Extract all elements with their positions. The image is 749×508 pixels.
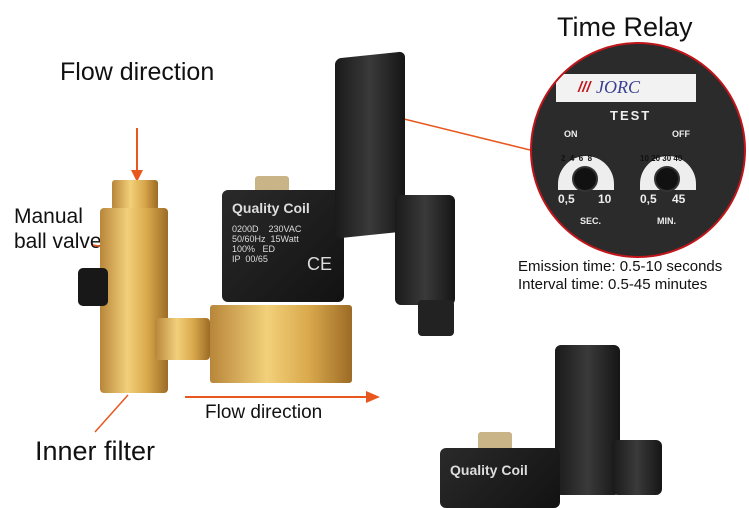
valve-thread-top: [112, 180, 158, 210]
off-label: OFF: [672, 129, 690, 139]
sec-min: 0,5: [558, 192, 575, 206]
brand-logo: JORC: [596, 77, 640, 97]
coil-title: Quality Coil: [232, 200, 310, 216]
time-relay-label: Time Relay: [557, 12, 693, 42]
test-button[interactable]: TEST: [610, 108, 652, 123]
sec-max: 10: [598, 192, 612, 206]
coil-spec-3: 100% ED: [232, 244, 276, 254]
coil-title-2: Quality Coil: [450, 462, 528, 478]
cable-gland: [418, 300, 454, 336]
sec-unit: SEC.: [580, 216, 602, 226]
brand-plate: JORC ///: [556, 74, 696, 102]
ball-valve-handle[interactable]: [78, 268, 108, 306]
min-min: 0,5: [640, 192, 657, 206]
valve-outlet: [155, 318, 210, 360]
min-knob[interactable]: [654, 166, 680, 192]
solenoid-brass-block: [210, 305, 352, 383]
on-label: ON: [564, 129, 578, 139]
emission-time-text: Emission time: 0.5-10 seconds: [518, 258, 723, 275]
flow-direction-top-label: Flow direction: [60, 58, 215, 86]
inner-filter-label: Inner filter: [35, 436, 156, 466]
ce-mark: CE: [306, 254, 332, 274]
relay-connector: [395, 195, 455, 305]
flow-arrow-down-head: [131, 170, 143, 182]
relay-connector-2: [612, 440, 662, 495]
coil-nut: [255, 176, 289, 194]
coil-spec-2: 50/60Hz 15Watt: [232, 234, 299, 244]
min-ticks: 10 20 30 40: [640, 154, 683, 163]
interval-time-text: Interval time: 0.5-45 minutes: [518, 276, 708, 293]
coil-nut-2: [478, 432, 512, 452]
time-relay-detail: JORC /// TEST ON OFF 2 4 6 8 0,5 10 SEC.…: [530, 42, 746, 258]
brass-valve-body: [100, 208, 168, 393]
min-max: 45: [672, 192, 686, 206]
min-unit: MIN.: [657, 216, 676, 226]
quality-coil: Quality Coil 0200D 230VAC 50/60Hz 15Watt…: [222, 190, 344, 302]
relay-pointer-line: [399, 117, 531, 151]
manual-ball-valve-label: Manual ball valve: [14, 205, 102, 253]
coil-spec-4: IP 00/65: [232, 254, 268, 264]
quality-coil-2: Quality Coil: [440, 448, 560, 508]
brand-stripes-icon: ///: [578, 79, 591, 96]
coil-spec-1: 0200D 230VAC: [232, 224, 302, 234]
flow-arrow-right-head: [366, 391, 380, 403]
flow-direction-bottom-label: Flow direction: [205, 402, 323, 423]
time-relay-body-2: [555, 345, 620, 495]
sec-ticks: 2 4 6 8: [561, 154, 593, 163]
sec-knob[interactable]: [572, 166, 598, 192]
filter-pointer-line: [94, 394, 129, 433]
